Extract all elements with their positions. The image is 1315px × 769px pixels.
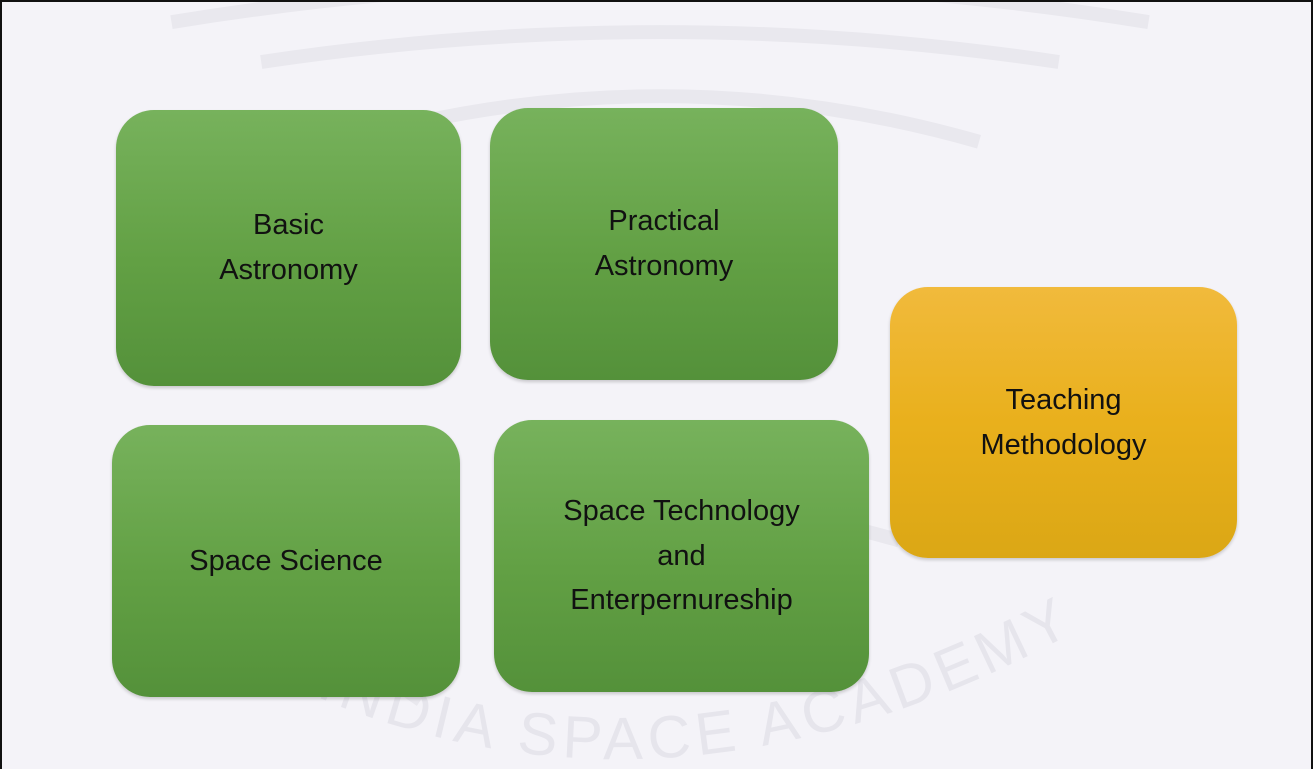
box-space-technology: Space Technology and Enterpernureship [494,420,869,692]
box-label: Space Technology and Enterpernureship [563,494,800,617]
box-teaching-methodology: Teaching Methodology [890,287,1237,558]
box-label: Basic Astronomy [219,209,358,286]
watermark-swoosh [419,89,981,149]
watermark-ring-inner [260,25,1060,69]
box-space-science: Space Science [112,425,460,697]
box-practical-astronomy: Practical Astronomy [490,108,838,380]
box-basic-astronomy: Basic Astronomy [116,110,461,386]
box-label: Space Science [189,544,383,577]
watermark-ring-outer [170,2,1150,29]
box-label: Practical Astronomy [594,205,734,282]
box-label: Teaching Methodology [980,383,1147,461]
